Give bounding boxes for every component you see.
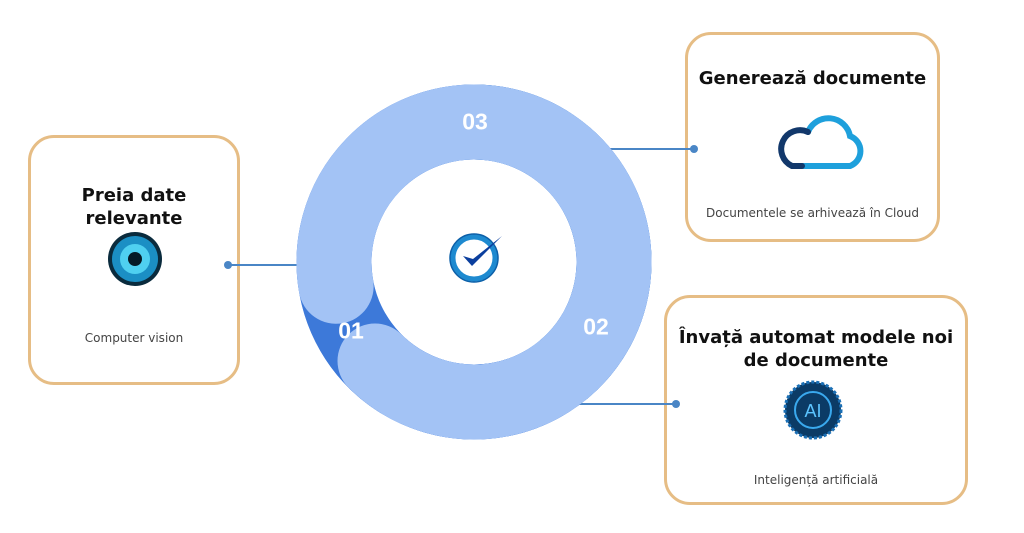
step-card-02: Învață automat modele noi de documente I… — [664, 295, 968, 505]
step-title-03: Generează documente — [698, 68, 927, 89]
connector-03 — [600, 145, 698, 153]
step-number-03: 03 — [462, 108, 488, 135]
step-number-01: 01 — [338, 317, 364, 344]
ring-segment-02 — [320, 312, 628, 440]
ring-center — [372, 160, 576, 364]
step-card-03: Generează documente Documentele se arhiv… — [685, 32, 940, 242]
step-number-02: 02 — [583, 313, 609, 340]
ring-segment-02-cap — [296, 84, 652, 440]
step-card-01: Preia date relevante Computer vision — [28, 135, 240, 385]
step-subtitle-01: Computer vision — [84, 331, 184, 345]
step-subtitle-02: Inteligență artificială — [753, 473, 879, 487]
step-title-02: Învață automat modele noi de documente — [678, 327, 954, 371]
process-ring — [296, 84, 652, 440]
clock-check-icon — [449, 233, 502, 283]
step-title-01: Preia date relevante — [81, 185, 187, 229]
step-subtitle-03: Documentele se arhivează în Cloud — [706, 206, 919, 220]
ring-segment-01 — [296, 84, 652, 440]
ring-segment-01-cap — [296, 84, 652, 440]
